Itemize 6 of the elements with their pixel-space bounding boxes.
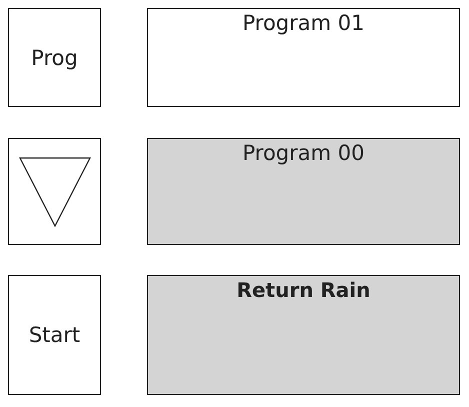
button: Prog <box>8 8 101 107</box>
button <box>8 138 101 245</box>
display-panel: Return Rain <box>147 275 460 395</box>
button: Start <box>8 275 101 395</box>
display-panel: Program 00 <box>147 138 460 245</box>
display-panel: Program 01 <box>147 8 460 107</box>
